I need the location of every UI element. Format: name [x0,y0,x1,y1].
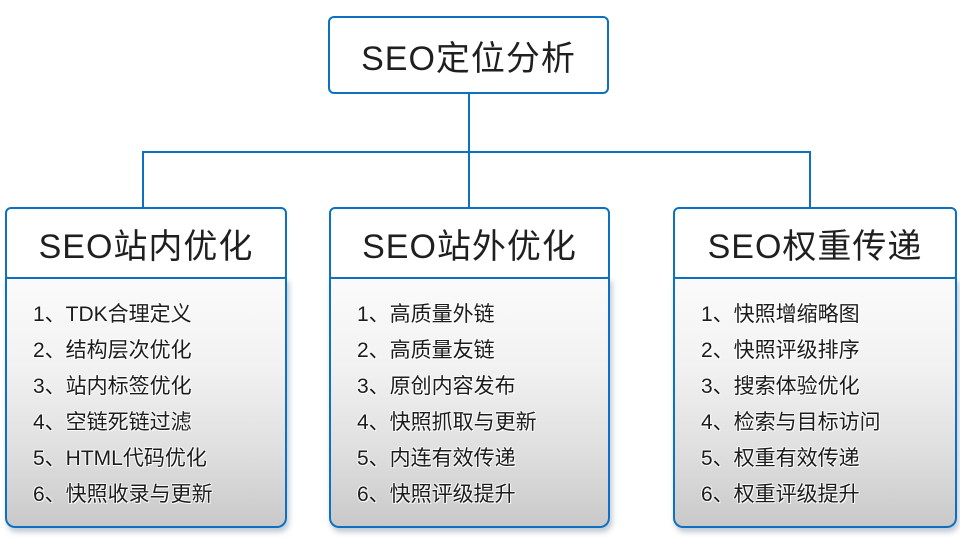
list-item: 6、快照收录与更新 [33,483,213,506]
branch-weight-panel: 1、快照增缩略图 2、快照评级排序 3、搜索体验优化 4、检索与目标访问 5、权… [673,277,957,528]
list-item: 1、高质量外链 [357,303,495,326]
list-item: 3、站内标签优化 [33,375,192,398]
root-node: SEO定位分析 [328,16,609,94]
list-item: 4、检索与目标访问 [701,411,881,434]
list-item: 6、权重评级提升 [701,483,860,506]
branch-offsite-header: SEO站外优化 [329,207,610,279]
list-item: 4、空链死链过滤 [33,411,192,434]
list-item: 4、快照抓取与更新 [357,411,537,434]
branch-offsite-panel: 1、高质量外链 2、高质量友链 3、原创内容发布 4、快照抓取与更新 5、内连有… [329,277,610,528]
branch-weight-title: SEO权重传递 [707,227,923,266]
branch-offsite-optimization: SEO站外优化 1、高质量外链 2、高质量友链 3、原创内容发布 4、快照抓取与… [329,207,610,528]
branch-onsite-header: SEO站内优化 [5,207,287,279]
list-item: 3、搜索体验优化 [701,375,860,398]
branch-weight-header: SEO权重传递 [673,207,957,279]
branch-onsite-title: SEO站内优化 [38,227,254,266]
list-item: 6、快照评级提升 [357,483,516,506]
root-title: SEO定位分析 [361,39,576,78]
list-item: 2、高质量友链 [357,339,495,362]
list-item: 5、内连有效传递 [357,447,516,470]
list-item: 3、原创内容发布 [357,375,516,398]
list-item: 5、HTML代码优化 [33,447,207,470]
branch-offsite-title: SEO站外优化 [362,227,577,266]
list-item: 1、快照增缩略图 [701,303,860,326]
list-item: 2、快照评级排序 [701,339,860,362]
list-item: 5、权重有效传递 [701,447,860,470]
branch-onsite-optimization: SEO站内优化 1、TDK合理定义 2、结构层次优化 3、站内标签优化 4、空链… [5,207,287,528]
branch-weight-transfer: SEO权重传递 1、快照增缩略图 2、快照评级排序 3、搜索体验优化 4、检索与… [673,207,957,528]
list-item: 1、TDK合理定义 [33,303,192,326]
branch-onsite-panel: 1、TDK合理定义 2、结构层次优化 3、站内标签优化 4、空链死链过滤 5、H… [5,277,287,528]
list-item: 2、结构层次优化 [33,339,192,362]
